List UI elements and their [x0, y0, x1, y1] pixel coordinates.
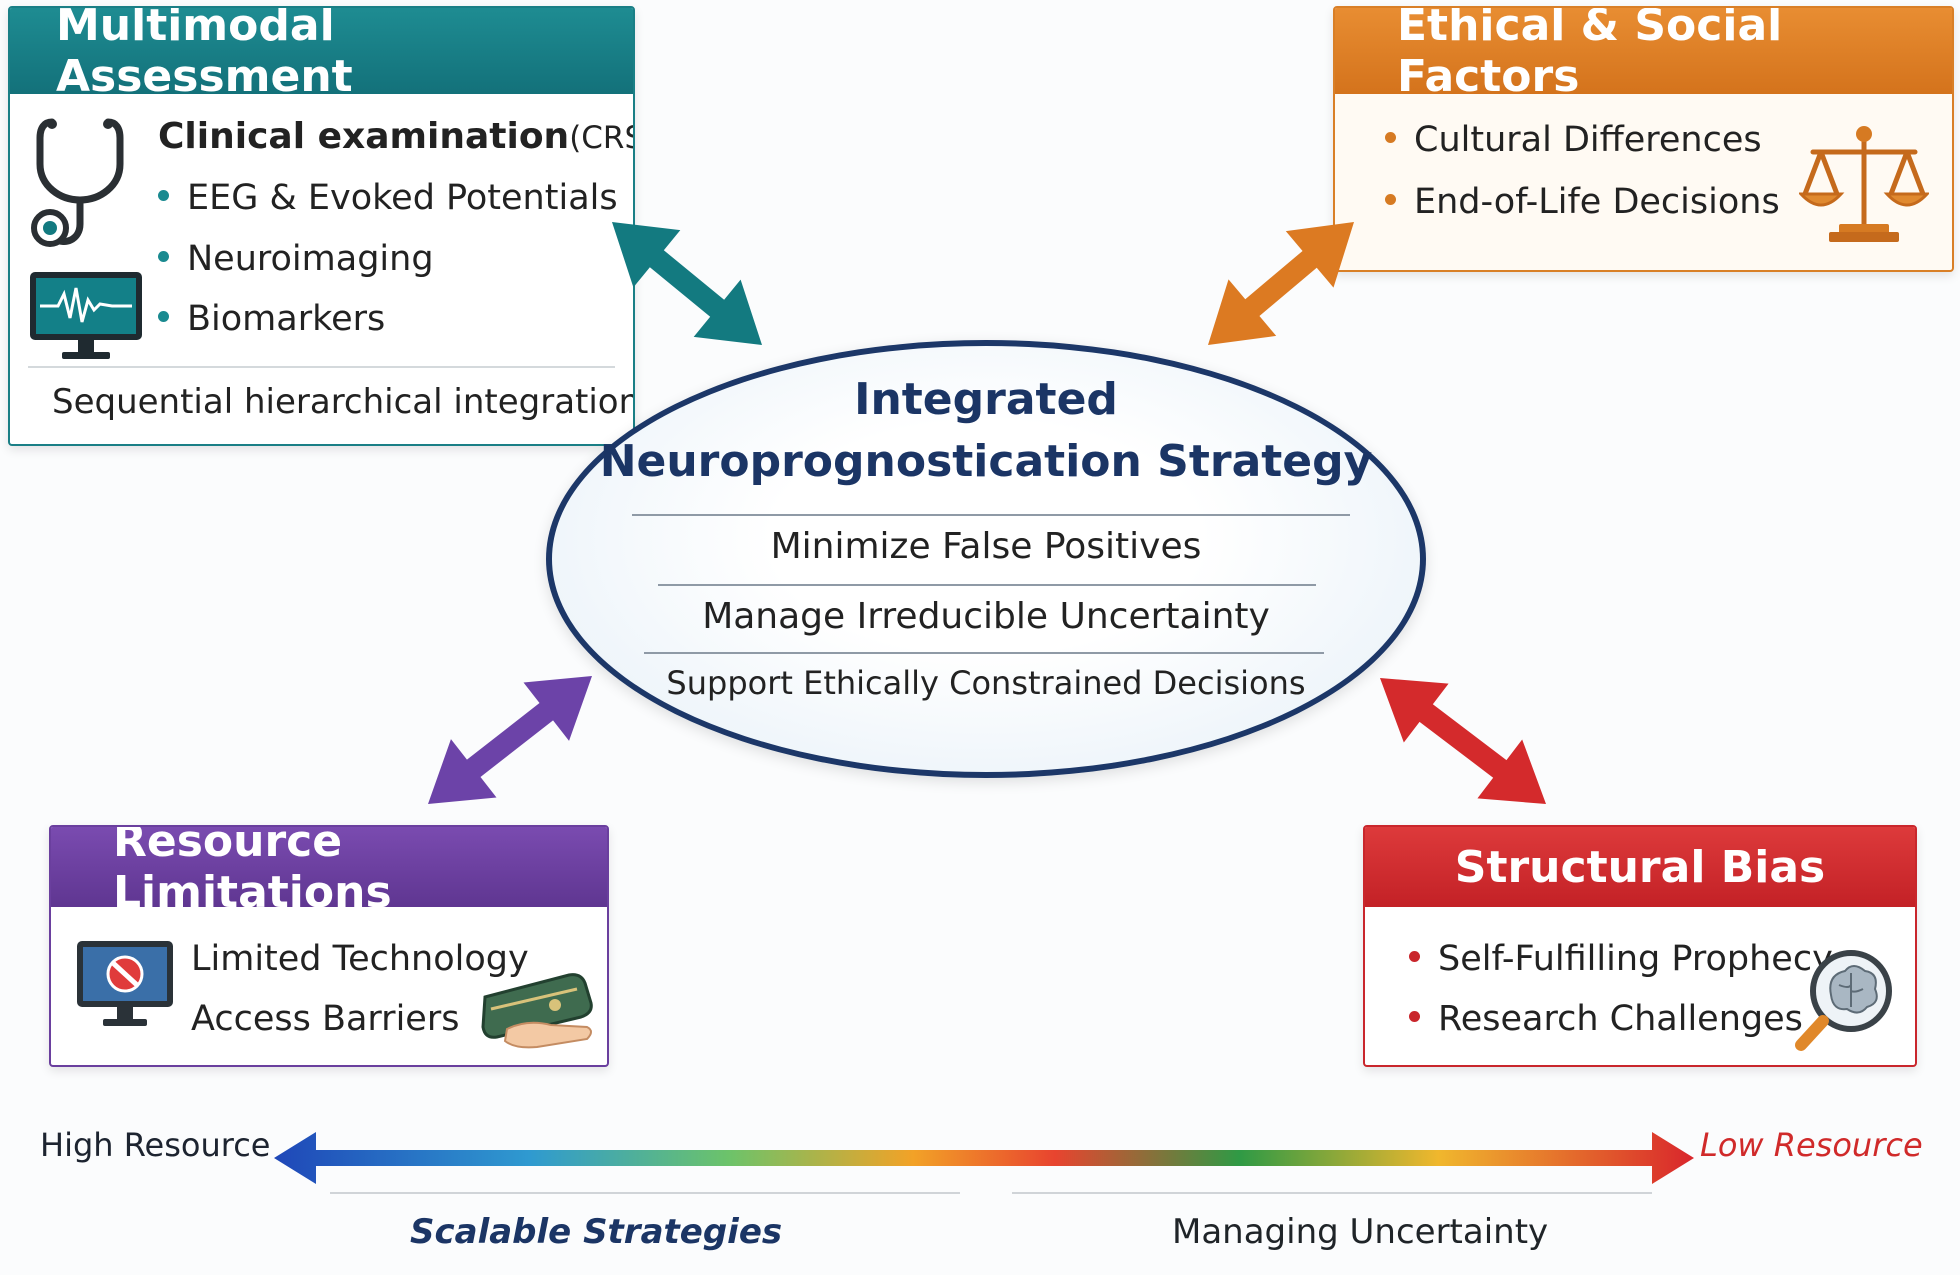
resource-limitations-title: Resource Limitations: [51, 827, 607, 918]
stethoscope-icon: [31, 118, 124, 247]
multimodal-footer: Sequential hierarchical integration: [52, 382, 635, 422]
multimodal-item: Biomarkers: [158, 299, 385, 339]
scalable-strategies-label: Scalable Strategies: [410, 1212, 783, 1252]
ethical-item-label: End-of-Life Decisions: [1414, 182, 1780, 222]
center-goal: Minimize False Positives: [770, 526, 1202, 567]
multimodal-item: Neuroimaging: [158, 239, 434, 279]
clinical-examination-suffix: (CRS-R): [569, 120, 633, 156]
bullet-dot: [158, 189, 169, 201]
bullet-dot: [1385, 193, 1396, 205]
clinical-examination-item: Clinical examination(CRS-R): [158, 116, 633, 157]
managing-uncertainty-label: Managing Uncertainty: [1172, 1212, 1549, 1252]
multimodal-assessment-title: Multimodal Assessment: [10, 8, 633, 102]
multimodal-item-label: Neuroimaging: [187, 239, 434, 279]
resource-item-label: Limited Technology: [191, 939, 529, 979]
high-resource-label: High Resource: [40, 1126, 271, 1164]
blocked-monitor-icon: [77, 941, 173, 1026]
multimodal-item-label: Biomarkers: [187, 299, 386, 339]
connector-arrows: [428, 222, 1546, 804]
bullet-dot: [1409, 1010, 1420, 1022]
clinical-examination-label: Clinical examination: [158, 116, 570, 157]
resource-limitations-box: Resource Limitations Limited Technology …: [49, 825, 609, 1067]
bullet-dot: [158, 310, 169, 322]
center-divider: [658, 584, 1316, 586]
resource-item-label: Access Barriers: [191, 999, 460, 1039]
bullet-dot: [1409, 950, 1420, 962]
eeg-monitor-icon: [30, 272, 142, 359]
bias-item-label: Research Challenges: [1438, 999, 1803, 1039]
ethical-social-box: Ethical & Social Factors Cultural Differ…: [1333, 6, 1954, 272]
structural-bias-box: Structural Bias Self-Fulfilling Prophecy…: [1363, 825, 1917, 1067]
resource-spectrum-arrow: [274, 1132, 1694, 1184]
integrated-strategy-ellipse: Integrated Neuroprognostication Strategy…: [546, 340, 1426, 778]
center-goal: Manage Irreducible Uncertainty: [702, 596, 1270, 637]
multimodal-assessment-box: Multimodal Assessment Clinical examinati…: [8, 6, 635, 446]
bias-item: Research Challenges: [1409, 999, 1803, 1039]
low-resource-label: Low Resource: [1700, 1126, 1923, 1164]
multimodal-item: EEG & Evoked Potentials: [158, 178, 618, 218]
ethical-social-title: Ethical & Social Factors: [1335, 8, 1952, 102]
center-goal: Support Ethically Constrained Decisions: [666, 664, 1306, 702]
structural-bias-title: Structural Bias: [1365, 827, 1915, 907]
bullet-dot: [1385, 131, 1396, 143]
scales-icon: [1799, 126, 1929, 242]
center-divider: [632, 514, 1350, 516]
wallet-hand-icon: [481, 973, 593, 1049]
bias-item-label: Self-Fulfilling Prophecy: [1438, 939, 1833, 979]
ethical-connector-arrow: [1208, 222, 1354, 345]
bias-item: Self-Fulfilling Prophecy: [1409, 939, 1833, 979]
brain-magnifier-icon: [1795, 950, 1892, 1051]
multimodal-divider: [28, 366, 615, 368]
bottom-rule-right: [1012, 1192, 1652, 1194]
multimodal-connector-arrow: [612, 222, 763, 346]
bottom-rule-left: [330, 1192, 960, 1194]
bullet-dot: [158, 250, 169, 262]
center-title-line2: Neuroprognostication Strategy: [599, 436, 1373, 487]
ethical-item: Cultural Differences: [1385, 120, 1762, 160]
ethical-item-label: Cultural Differences: [1414, 120, 1762, 160]
bias-connector-arrow: [1380, 677, 1546, 804]
resource-connector-arrow: [428, 676, 592, 804]
ethical-item: End-of-Life Decisions: [1385, 182, 1780, 222]
center-title-line1: Integrated: [854, 374, 1118, 425]
multimodal-item-label: EEG & Evoked Potentials: [187, 178, 618, 218]
center-divider: [644, 652, 1324, 654]
